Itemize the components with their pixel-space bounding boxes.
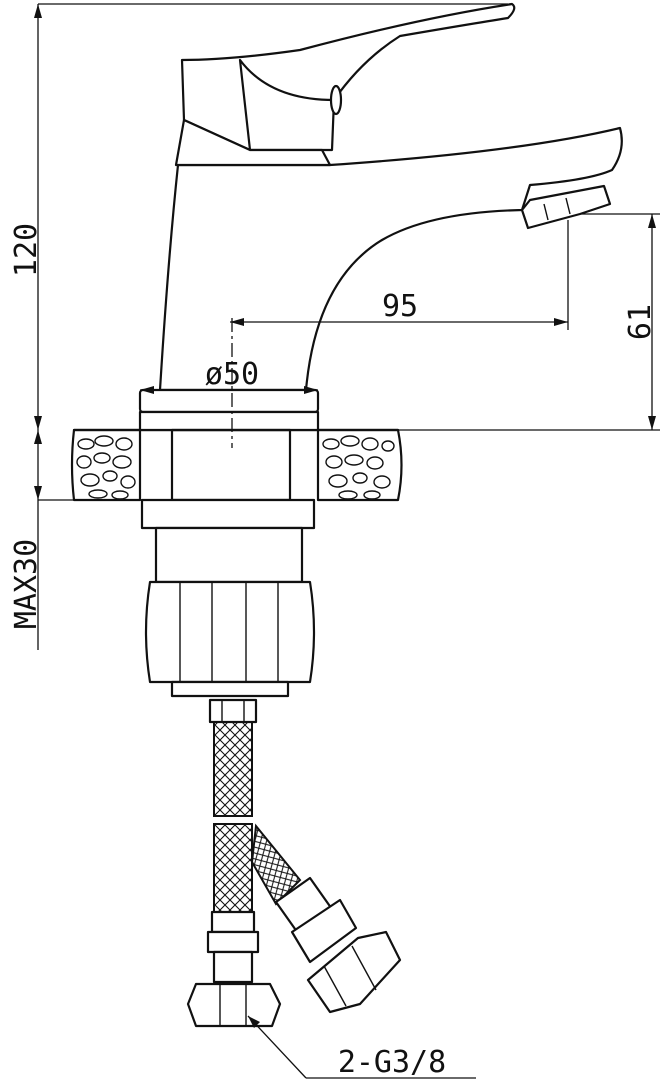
connection-thread-label: 2-G3/8 (338, 1045, 446, 1080)
countertop-right (316, 428, 403, 502)
dimension-spout-reach: 95 (230, 220, 569, 330)
lever-handle (174, 2, 516, 167)
dimension-connection-thread: 2-G3/8 (247, 1015, 476, 1080)
aerator (520, 184, 612, 230)
mounting-nut (144, 580, 316, 698)
height-dimension-label: 120 (9, 223, 44, 277)
spout-reach-label: 95 (382, 289, 418, 324)
spout-height-label: 61 (623, 304, 658, 340)
dimension-base-diameter: ø50 (140, 318, 318, 448)
flex-hose-right (250, 823, 402, 1014)
flex-hose-left (186, 698, 282, 1028)
countertop-left (70, 428, 142, 502)
faucet-body (138, 126, 623, 432)
dimension-height: 120 (9, 3, 508, 430)
mounting-shank (140, 428, 316, 584)
dimension-spout-height: 61 (398, 213, 660, 431)
dimension-max-thickness: MAX30 (9, 430, 142, 650)
max-thickness-label: MAX30 (9, 539, 44, 629)
